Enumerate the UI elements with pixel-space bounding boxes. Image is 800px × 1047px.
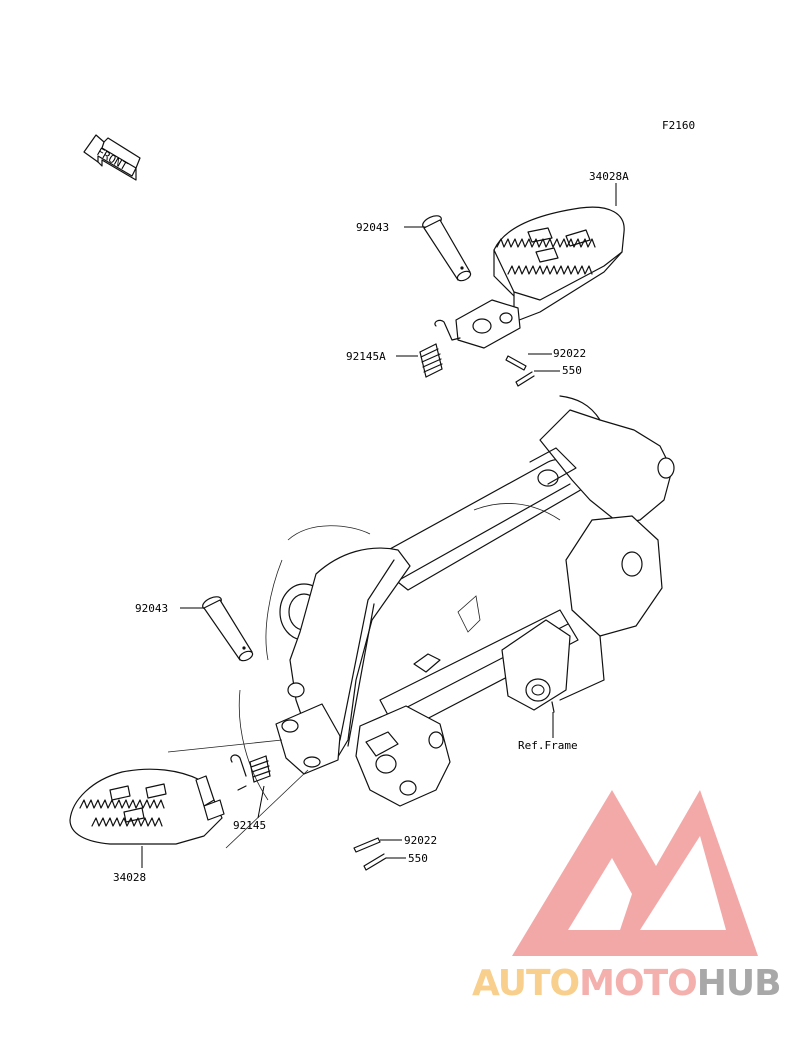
lower-spring-drawing [230, 754, 271, 791]
watermark-logo-icon [512, 790, 758, 956]
lower-washer-drawing [353, 837, 381, 853]
watermark-text: AUTOMOTOHUB [472, 963, 781, 1004]
upper-footpeg-drawing [455, 206, 625, 349]
upper-washer-label: 92022 [553, 347, 586, 360]
upper-cotter-pin-drawing [515, 371, 535, 387]
front-arrow-label: FRONT [95, 145, 131, 173]
upper-washer-drawing [505, 355, 527, 371]
watermark-hub: HUB [697, 963, 781, 1004]
ref-frame-label: Ref.Frame [518, 739, 578, 752]
watermark-moto: MOTO [579, 963, 697, 1004]
figure-code: F2160 [662, 119, 695, 132]
watermark: AUTOMOTOHUB [472, 790, 782, 1004]
lower-spring-label: 92145 [233, 819, 266, 832]
upper-cotter-pin-label: 550 [562, 364, 582, 377]
lower-washer-label: 92022 [404, 834, 437, 847]
lower-cotter-pin-drawing [363, 853, 387, 871]
frame-drawing [238, 395, 675, 807]
upper-spring-label: 92145A [346, 350, 386, 363]
lower-cotter-pin-label: 550 [408, 852, 428, 865]
upper-footpeg-assembly: 92043 34028A 92145A 92022 550 [346, 170, 629, 387]
front-arrow-icon: FRONT [83, 134, 141, 181]
lower-bracket-drawing [275, 682, 341, 775]
lower-footpeg-drawing [69, 768, 225, 845]
upper-spring-drawing [419, 319, 461, 378]
upper-pin-drawing [422, 215, 472, 282]
lower-pin-drawing [202, 596, 254, 662]
lower-footpeg-label: 34028 [113, 871, 146, 884]
upper-pin-label: 92043 [356, 221, 389, 234]
lower-pin-label: 92043 [135, 602, 168, 615]
lower-footpeg-assembly: 92043 92145 34028 92022 550 [69, 596, 437, 884]
watermark-auto: AUTO [472, 963, 579, 1004]
upper-footpeg-label: 34028A [589, 170, 629, 183]
